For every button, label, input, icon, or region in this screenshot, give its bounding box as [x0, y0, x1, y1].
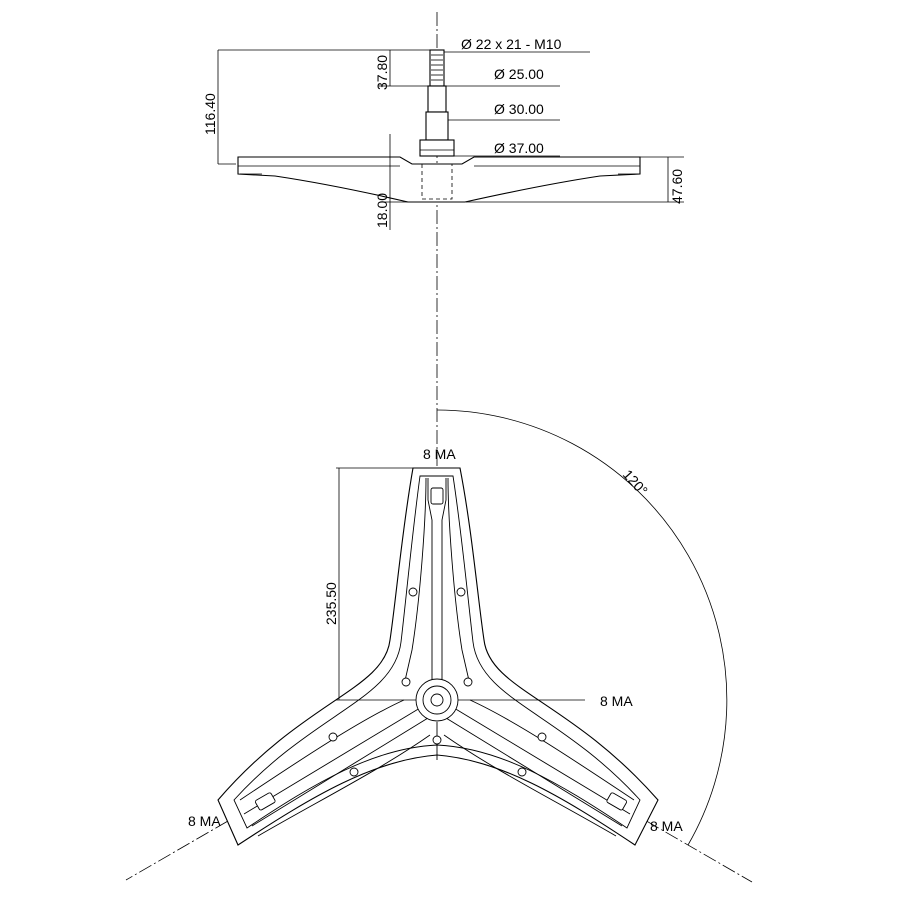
shaft-d30 [425, 111, 449, 141]
label-angle: 120° [620, 466, 651, 498]
label-dia-30: Ø 30.00 [494, 101, 544, 117]
label-thread-right: 8 MA [650, 818, 683, 834]
mount-slot-right [606, 792, 628, 811]
side-view [217, 49, 684, 230]
shaft-d25 [427, 85, 447, 113]
label-hub-depth: 18.00 [374, 193, 390, 228]
top-view [125, 409, 753, 883]
label-flange-height: 47.60 [669, 169, 685, 204]
label-thread-left: 8 MA [188, 813, 221, 829]
hub-hidden-bore [421, 163, 453, 200]
tripod-outline [217, 467, 659, 846]
label-thread-center: 8 MA [600, 693, 633, 709]
angle-arc-120 [436, 409, 728, 846]
shaft-d37 [419, 139, 455, 157]
label-height-spline: 37.80 [374, 55, 390, 90]
hub-ring [422, 685, 452, 715]
mount-slot-top [430, 487, 444, 505]
shaft-spline [429, 49, 445, 87]
mount-slot-left [254, 792, 276, 811]
label-shaft-spline: Ø 22 x 21 - M10 [461, 36, 562, 52]
label-dia-25: Ø 25.00 [494, 66, 544, 82]
hub-bore [430, 693, 444, 707]
label-arm-length: 235.50 [323, 582, 339, 625]
label-height-total-shaft: 116.40 [202, 93, 218, 135]
label-thread-top: 8 MA [423, 446, 456, 462]
spline-hatch [431, 54, 443, 81]
label-dia-37: Ø 37.00 [494, 140, 544, 156]
flange-profile [237, 156, 641, 203]
